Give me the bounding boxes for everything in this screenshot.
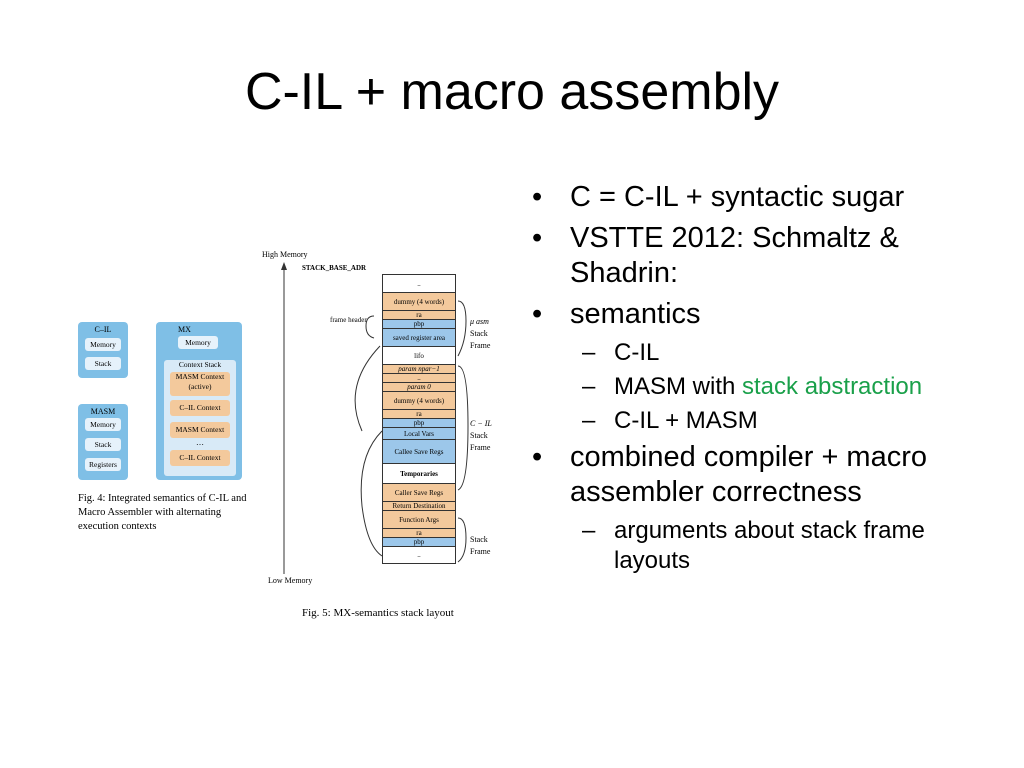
stack-row: Caller Save Regs: [383, 484, 455, 502]
stack-row: dummy (4 words): [383, 392, 455, 410]
cil-frame-label: C − IL Stack Frame: [470, 418, 492, 454]
stack-row: Temporaries: [383, 464, 455, 484]
bullet-text: combined compiler + macro assembler corr…: [570, 441, 928, 508]
stack-row: pbp: [383, 320, 455, 329]
stack-row: ..: [383, 374, 455, 383]
stack-frame-label-line: Frame: [470, 547, 491, 556]
pbp-link-arrow-upper: [354, 345, 381, 432]
bullet-dot: •: [532, 181, 543, 213]
stack-row: ..: [383, 275, 455, 293]
stack-row: pbp: [383, 538, 455, 547]
sub-bullet-text: MASM with: [614, 373, 743, 400]
stack-row: saved register area: [383, 329, 455, 347]
stack-row: Local Vars: [383, 428, 455, 440]
stack-row: ra: [383, 311, 455, 320]
masm-registers-cell: Registers: [85, 458, 121, 471]
cil-memory-cell: Memory: [85, 338, 121, 351]
figure-4-integrated-semantics: C–IL Memory Stack MASM Memory Stack Regi…: [76, 320, 248, 540]
bullet-text: C = C-IL + syntactic sugar: [570, 181, 905, 213]
stack-row: pbp: [383, 419, 455, 428]
sub-bullet-dash: –: [582, 407, 596, 434]
masm-block: MASM Memory Stack Registers: [78, 404, 128, 480]
stack-row: dummy (4 words): [383, 293, 455, 311]
stack-abstraction-highlight: stack abstraction: [742, 373, 923, 400]
context-stack-label: Context Stack: [178, 360, 222, 369]
masm-frame-label-line: Frame: [470, 341, 491, 350]
stack-frame-label: Stack Frame: [470, 534, 490, 558]
sub-bullet-text: C-IL: [614, 339, 660, 366]
stack-row: ra: [383, 410, 455, 419]
bullet-item: • VSTTE 2012: Schmaltz & Shadrin:: [528, 221, 948, 291]
sub-bullet-dash: –: [582, 373, 596, 400]
stack-layout: .. dummy (4 words) ra pbp saved register…: [382, 274, 456, 564]
mx-memory-cell: Memory: [178, 336, 218, 349]
context-ellipsis: …: [196, 438, 204, 447]
cil-block-header: C–IL: [94, 325, 112, 334]
stack-row: ..: [383, 547, 455, 563]
stack-row: Callee Save Regs: [383, 440, 455, 464]
sub-bullet-dash: –: [582, 517, 596, 544]
stack-base-label: STACK_BASE_ADR: [302, 264, 367, 272]
sub-bullet-item: – MASM with stack abstraction: [528, 372, 948, 402]
bullet-item: • combined compiler + macro assembler co…: [528, 440, 948, 510]
bullet-dot: •: [532, 441, 543, 473]
cil-frame-label-line: C − IL: [470, 419, 492, 428]
context-stack: Context Stack MASM Context (active) C–IL…: [164, 360, 236, 476]
bullet-dot: •: [532, 298, 543, 330]
pbp-link-arrow: [360, 430, 383, 557]
cil-context: C–IL Context: [170, 400, 230, 416]
bullet-item: • C = C-IL + syntactic sugar: [528, 180, 948, 215]
cil-stack-cell: Stack: [85, 357, 121, 370]
high-memory-label: High Memory: [262, 250, 308, 259]
frame-header-brace: [365, 315, 375, 339]
masm-context: MASM Context: [170, 422, 230, 438]
memory-axis-arrowhead: [281, 262, 287, 270]
bullet-text: VSTTE 2012: Schmaltz & Shadrin:: [570, 222, 899, 289]
mx-block-header: MX: [178, 325, 191, 334]
stack-frame-label-line: Stack: [470, 535, 488, 544]
sub-bullet-item: – arguments about stack frame layouts: [528, 516, 948, 576]
stack-row: Return Destination: [383, 502, 455, 511]
stack-row: param 0: [383, 383, 455, 392]
bullet-list: • C = C-IL + syntactic sugar • VSTTE 201…: [528, 180, 948, 580]
cil-block: C–IL Memory Stack: [78, 322, 128, 378]
mx-block: MX Memory Context Stack MASM Context (ac…: [156, 322, 242, 480]
slide-title: C-IL + macro assembly: [244, 63, 780, 121]
stack-row: Function Args: [383, 511, 455, 529]
masm-context-active: MASM Context (active): [170, 372, 230, 396]
figure-4-caption: Fig. 4: Integrated semantics of C-IL and…: [78, 493, 247, 532]
stack-row: ra: [383, 529, 455, 538]
sub-bullet-text: arguments about stack frame layouts: [614, 517, 925, 574]
frame-header-label: frame header: [330, 316, 367, 324]
masm-frame-label-line: Stack: [470, 329, 488, 338]
cil-context-bottom: C–IL Context: [170, 450, 230, 466]
sub-bullet-dash: –: [582, 339, 596, 366]
sub-bullet-item: – C-IL: [528, 338, 948, 368]
masm-block-header: MASM: [90, 407, 116, 416]
bullet-text: semantics: [570, 298, 701, 330]
masm-memory-cell: Memory: [85, 418, 121, 431]
masm-frame-label: μ asm Stack Frame: [470, 316, 490, 352]
bullet-item: • semantics: [528, 297, 948, 332]
masm-frame-brace: [457, 300, 467, 357]
stack-row: lifo: [383, 347, 455, 365]
figure-5-caption: Fig. 5: MX-semantics stack layout: [302, 607, 454, 619]
figure-5-arrows: [281, 262, 469, 574]
bullet-dot: •: [532, 222, 543, 254]
cil-frame-label-line: Frame: [470, 443, 491, 452]
stack-row: param npar−1: [383, 365, 455, 374]
masm-stack-cell: Stack: [85, 438, 121, 451]
sub-bullet-text: C-IL + MASM: [614, 407, 758, 434]
masm-frame-label-line: μ asm: [470, 317, 489, 326]
stack-frame-brace: [457, 517, 467, 563]
cil-frame-label-line: Stack: [470, 431, 488, 440]
low-memory-label: Low Memory: [268, 576, 313, 585]
sub-bullet-item: – C-IL + MASM: [528, 406, 948, 436]
cil-frame-brace: [457, 365, 469, 491]
